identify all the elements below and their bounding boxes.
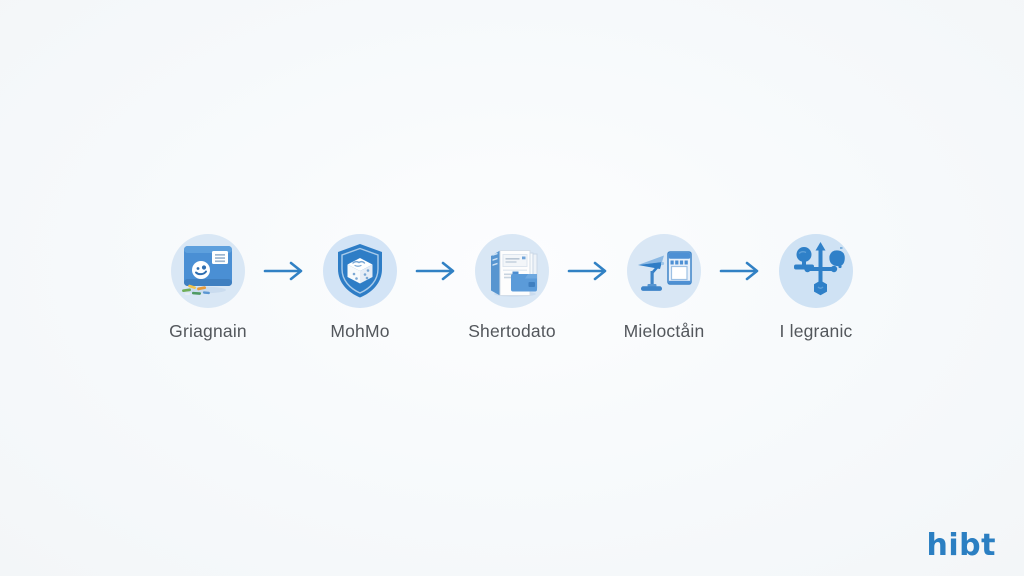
step-label: Mieloctåin: [623, 321, 705, 341]
lamp-storefront-icon: [627, 234, 701, 308]
arrow-right-icon: [246, 234, 322, 308]
arrow-right-icon: [550, 234, 626, 308]
pipeline-step: Griagnain: [169, 234, 247, 342]
pipeline-step: MohMo: [322, 234, 398, 342]
pipeline-step: Shertodato: [468, 234, 556, 342]
brand-logo: hibt: [926, 528, 996, 563]
step-label: Shertodato: [468, 321, 556, 341]
step-label: Griagnain: [169, 321, 247, 341]
pipeline-row: Griagnain: [0, 234, 1024, 342]
pipeline-step: I legranic: [778, 234, 854, 342]
browser-card-confetti-icon: [171, 234, 245, 308]
arrow-right-icon: [702, 234, 778, 308]
software-box-icon: [475, 234, 549, 308]
flowchart-nodes-icon: [779, 234, 853, 308]
step-label: MohMo: [330, 321, 390, 341]
step-label: I legranic: [779, 321, 853, 341]
shield-cube-icon: [323, 234, 397, 308]
arrow-right-icon: [398, 234, 474, 308]
pipeline-step: Mieloctåin: [623, 234, 705, 342]
